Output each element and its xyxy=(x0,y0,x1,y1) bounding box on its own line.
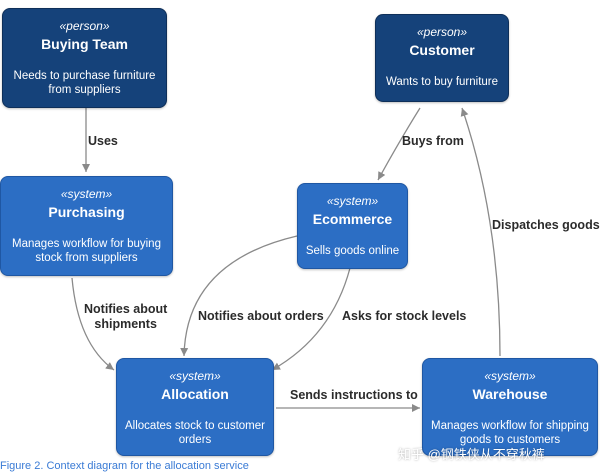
node-description: Needs to purchase furniture from supplie… xyxy=(13,70,156,96)
edge-label-dispatches-goods: Dispatches goods to xyxy=(492,218,600,232)
node-title: Ecommerce xyxy=(312,211,393,227)
edge-label-line: Notifies about xyxy=(84,302,168,316)
edge-label-notifies-shipments: Notifies about shipments xyxy=(84,302,167,332)
node-title: Allocation xyxy=(161,386,229,402)
node-description: Manages workflow for shipping goods to c… xyxy=(431,420,589,446)
node-stereotype: «system» xyxy=(484,369,536,383)
node-stereotype: «system» xyxy=(60,187,113,201)
node-description: Allocates stock to customer orders xyxy=(125,420,265,446)
edge-label-uses: Uses xyxy=(88,134,118,148)
node-title: Warehouse xyxy=(472,386,548,402)
edge-dispatches-goods xyxy=(460,107,501,357)
node-title: Customer xyxy=(409,42,475,58)
edge-notifies-shipments xyxy=(71,277,115,371)
node-stereotype: «person» xyxy=(416,25,468,39)
edge-label-buys-from: Buys from xyxy=(402,134,464,148)
node-customer: «person» Customer Wants to buy furniture xyxy=(375,14,509,102)
node-description: Manages workflow for buying stock from s… xyxy=(12,238,161,264)
figure-caption: Figure 2. Context diagram for the alloca… xyxy=(0,460,249,472)
edge-label-notifies-orders: Notifies about orders xyxy=(198,309,324,323)
node-ecommerce: «system» Ecommerce Sells goods online xyxy=(297,183,408,269)
node-allocation: «system» Allocation Allocates stock to c… xyxy=(116,358,274,456)
edge-notifies-orders xyxy=(180,235,298,357)
edge-label-sends-instructions: Sends instructions to xyxy=(290,388,418,402)
node-title: Buying Team xyxy=(41,36,128,52)
node-description: Wants to buy furniture xyxy=(385,76,499,88)
edge-asks-stock xyxy=(271,267,351,371)
node-stereotype: «system» xyxy=(169,369,221,383)
edge-buys-from xyxy=(377,107,421,181)
watermark: 知乎 @钢铁侠从不穿秋裤 xyxy=(398,447,545,462)
node-stereotype: «system» xyxy=(326,194,379,208)
node-warehouse: «system» Warehouse Manages workflow for … xyxy=(422,358,598,456)
edge-label-line: shipments xyxy=(94,317,157,331)
node-description: Sells goods online xyxy=(305,245,400,257)
node-buying-team: «person» Buying Team Needs to purchase f… xyxy=(2,8,167,108)
node-title: Purchasing xyxy=(48,204,125,220)
edge-label-asks-stock: Asks for stock levels xyxy=(342,309,467,323)
node-purchasing: «system» Purchasing Manages workflow for… xyxy=(0,176,173,276)
node-stereotype: «person» xyxy=(59,19,110,33)
